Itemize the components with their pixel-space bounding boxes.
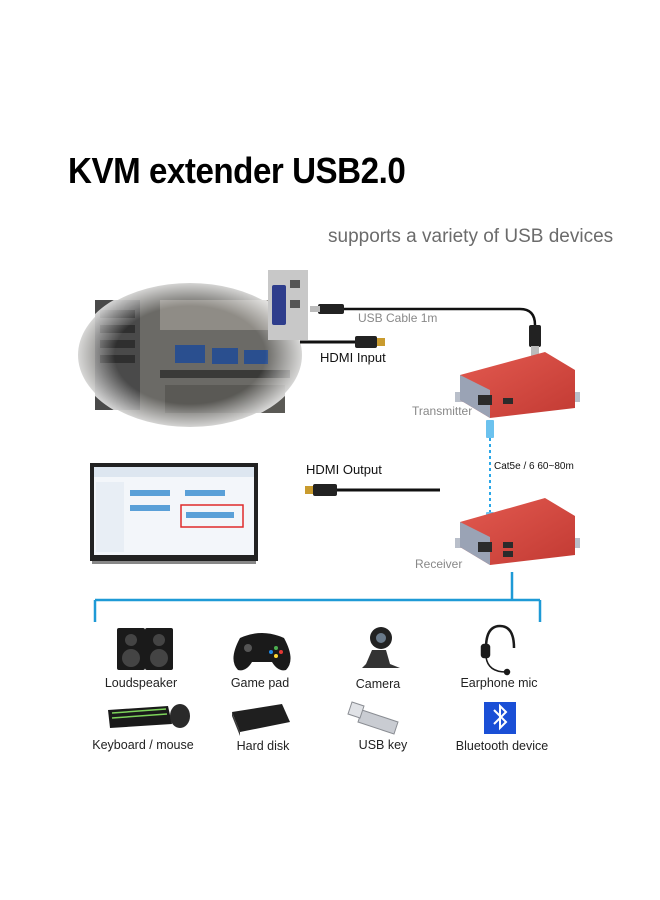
gamepad-icon [233, 633, 291, 671]
hdmi-output-label: HDMI Output [306, 462, 382, 477]
device-label-bluetooth: Bluetooth device [455, 739, 549, 753]
transmitter-label: Transmitter [412, 404, 473, 418]
webcam-icon [362, 627, 400, 668]
server-room-photo [76, 281, 304, 429]
loudspeaker-icon [117, 628, 173, 670]
hard-disk-icon [232, 704, 290, 736]
usb-bus-line [93, 572, 542, 622]
bluetooth-icon [484, 702, 516, 734]
cable-spec-label: Cat5e / 6 60~80m [494, 461, 574, 472]
transmitter-device [455, 352, 580, 418]
device-label-usb-key: USB key [358, 738, 408, 752]
keyboard-mouse-icon [108, 704, 190, 728]
hdmi-input-label: HDMI Input [320, 350, 386, 365]
page-title: KVM extender USB2.0 [68, 150, 406, 191]
pc-back-panel [268, 270, 308, 340]
hdmi-output-cable [305, 484, 440, 496]
device-label-keyboard-mouse: Keyboard / mouse [92, 738, 194, 752]
device-label-hard-disk: Hard disk [236, 739, 290, 753]
device-label-earphone-mic: Earphone mic [460, 676, 538, 690]
headset-icon [480, 624, 516, 676]
device-label-loudspeaker: Loudspeaker [104, 676, 178, 690]
usb-key-icon [347, 701, 399, 735]
usb-cable [310, 304, 541, 356]
device-label-camera: Camera [355, 677, 401, 691]
receiver-device [455, 498, 580, 565]
receiver-label: Receiver [415, 557, 463, 571]
usb-cable-label: USB Cable 1m [358, 311, 438, 325]
hdmi-input-cable [300, 336, 385, 348]
monitor [90, 463, 258, 564]
page-subtitle: supports a variety of USB devices [328, 226, 614, 247]
device-label-gamepad: Game pad [230, 676, 290, 690]
